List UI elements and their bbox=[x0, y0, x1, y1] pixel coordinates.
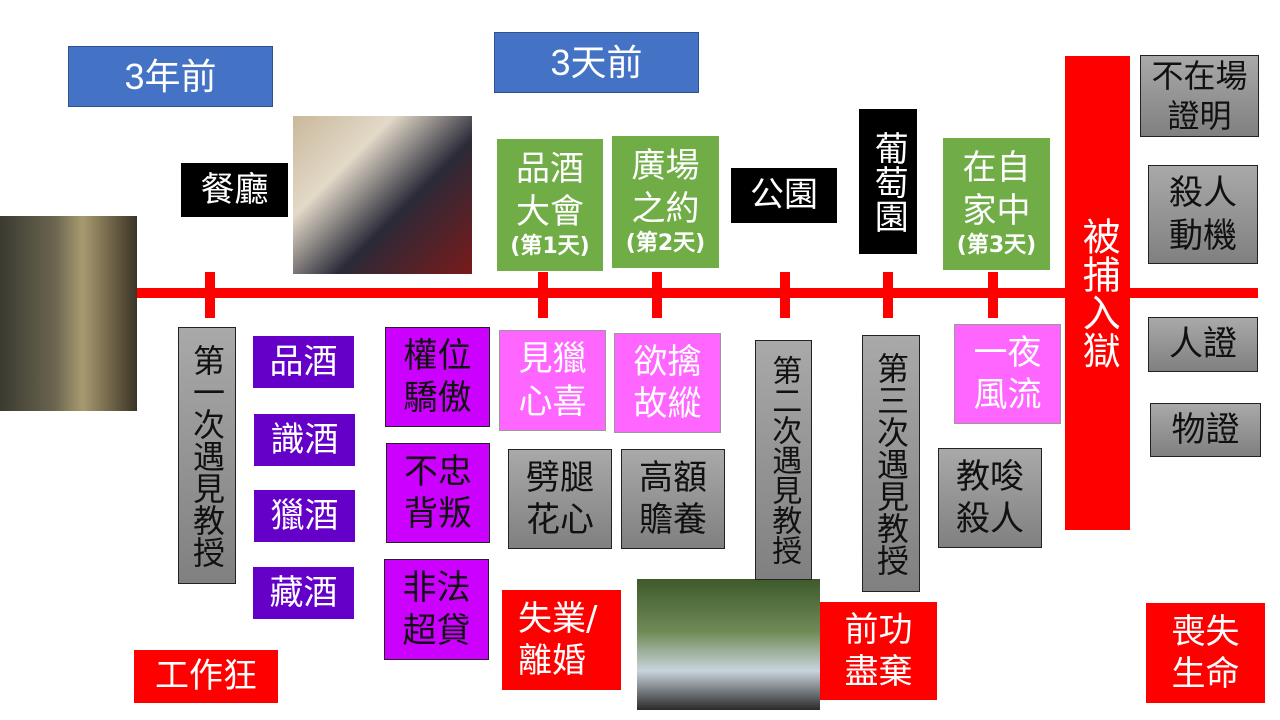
flaw-illegal-loan: 非法超貸 bbox=[384, 559, 489, 660]
label-3-days-ago: 3天前 bbox=[494, 32, 699, 93]
place-day: (第1天) bbox=[510, 234, 590, 260]
outcome-unemployed-divorced: 失業/離婚 bbox=[502, 590, 621, 690]
evidence-motive: 殺人動機 bbox=[1148, 165, 1258, 264]
outcome-lose-life: 喪失生命 bbox=[1146, 603, 1265, 703]
meeting-third: 第三次遇見教授 bbox=[862, 335, 920, 592]
meeting-first: 第一次遇見教授 bbox=[178, 327, 236, 584]
place-park: 公園 bbox=[731, 168, 837, 223]
place-day: (第3天) bbox=[956, 233, 1037, 259]
photo-wine-tasting bbox=[293, 116, 472, 274]
photo-man-in-suit bbox=[0, 216, 137, 411]
gray-alimony: 高額贍養 bbox=[621, 449, 725, 549]
place-day: (第2天) bbox=[625, 231, 706, 257]
gray-incite-murder: 教唆殺人 bbox=[938, 448, 1042, 548]
timeline-tick bbox=[988, 272, 998, 318]
timeline-tick bbox=[538, 272, 548, 318]
place-square: 廣場之約 (第2天) bbox=[612, 136, 719, 268]
evidence-witness: 人證 bbox=[1148, 317, 1258, 372]
pink-delighted: 見獵心喜 bbox=[499, 330, 606, 431]
outcome-all-lost: 前功盡棄 bbox=[820, 602, 937, 700]
flaw-arrogance: 權位驕傲 bbox=[385, 327, 490, 427]
meeting-second: 第二次遇見教授 bbox=[755, 340, 812, 580]
place-vineyard: 葡萄園 bbox=[859, 109, 917, 254]
place-title: 品酒大會 bbox=[516, 149, 584, 232]
place-wine-tasting: 品酒大會 (第1天) bbox=[497, 139, 603, 271]
outcome-workaholic: 工作狂 bbox=[134, 650, 278, 703]
pink-play-hard-to-get: 欲擒故縱 bbox=[614, 333, 721, 433]
wine-hunting: 獵酒 bbox=[254, 490, 355, 542]
flaw-betrayal: 不忠背叛 bbox=[386, 443, 490, 543]
timeline bbox=[137, 288, 1258, 298]
place-title: 在自家中 bbox=[962, 148, 1031, 231]
timeline-tick bbox=[883, 272, 893, 318]
pink-one-night-stand: 一夜風流 bbox=[954, 324, 1061, 424]
evidence-alibi: 不在場證明 bbox=[1140, 55, 1259, 137]
place-home: 在自家中 (第3天) bbox=[943, 138, 1050, 270]
photo-two-men-outdoors bbox=[637, 579, 820, 710]
label-3-years-ago: 3年前 bbox=[68, 46, 273, 107]
timeline-tick bbox=[205, 272, 215, 318]
place-title: 廣場之約 bbox=[631, 146, 700, 229]
timeline-tick bbox=[652, 272, 662, 318]
timeline-tick bbox=[780, 272, 790, 318]
wine-knowing: 識酒 bbox=[254, 414, 355, 466]
wine-tasting: 品酒 bbox=[253, 336, 354, 388]
gray-infidelity: 劈腿花心 bbox=[508, 449, 612, 549]
arrested-box: 被捕入獄 bbox=[1065, 56, 1130, 530]
place-restaurant: 餐廳 bbox=[181, 163, 288, 217]
evidence-physical: 物證 bbox=[1150, 403, 1261, 457]
wine-collecting: 藏酒 bbox=[253, 567, 354, 619]
